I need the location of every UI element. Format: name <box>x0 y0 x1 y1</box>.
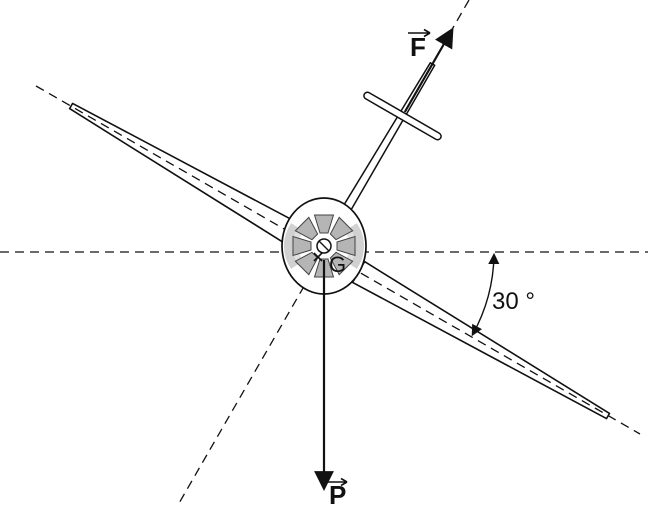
engine-blade <box>336 235 356 257</box>
vector-overbar-arrow <box>327 477 348 487</box>
engine-blade <box>292 235 312 257</box>
gravity-center-label: G <box>329 252 346 277</box>
force-label: F <box>410 32 426 62</box>
labels: F P G 30 ° <box>327 28 535 510</box>
weight-label: P <box>329 480 346 510</box>
right-wing <box>351 260 611 420</box>
engine-blade <box>329 216 354 241</box>
tail-stabilizer <box>363 91 442 141</box>
propeller-blur-outer <box>284 206 364 286</box>
engine-blade <box>294 216 319 241</box>
hub-slash <box>318 240 330 252</box>
vector-overbar-arrow <box>408 28 431 38</box>
weight-label-group: P <box>327 477 348 510</box>
engine-blades <box>292 214 356 278</box>
angle-arc <box>471 252 500 337</box>
force-vector-arrow <box>403 27 454 113</box>
tail-assembly <box>335 62 442 224</box>
angle-value-label: 30 ° <box>492 288 535 315</box>
gravity-center-mark <box>313 252 323 262</box>
engine-blade <box>313 214 335 234</box>
engine-blade <box>329 251 354 276</box>
engine-blade <box>294 251 319 276</box>
force-label-group: F <box>408 28 431 62</box>
